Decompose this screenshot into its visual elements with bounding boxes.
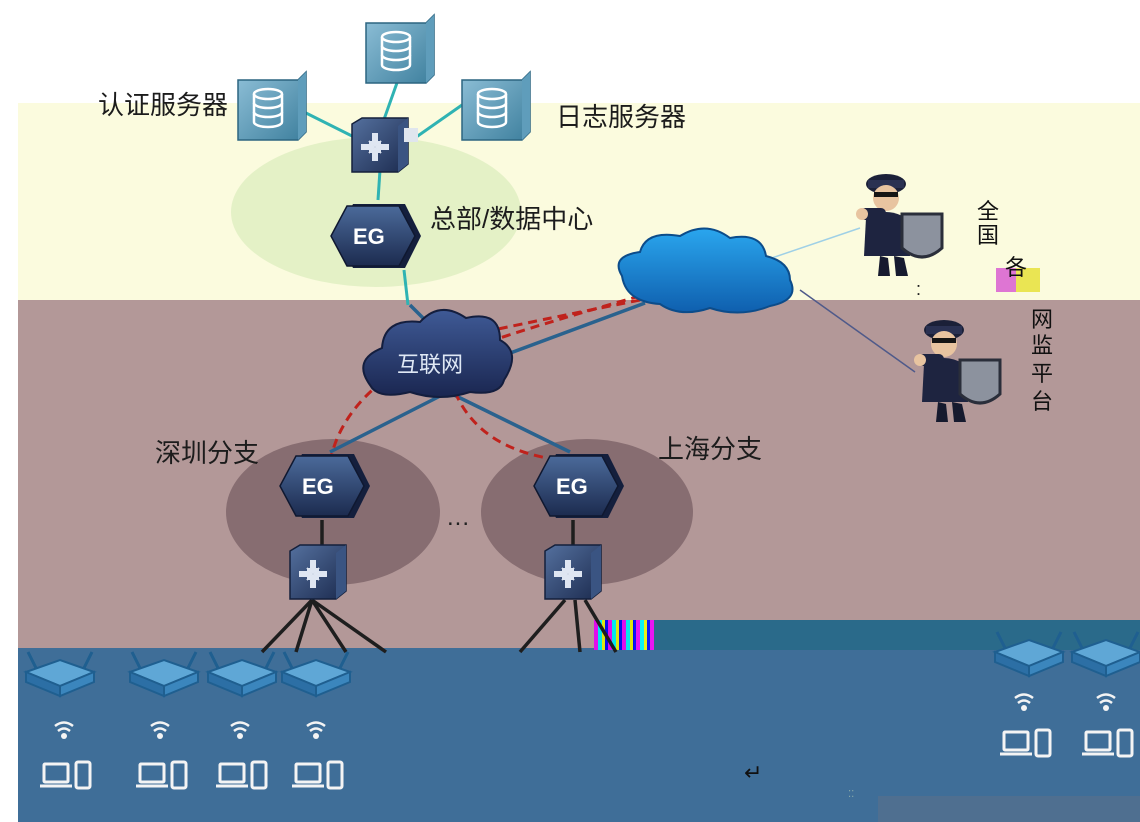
wifi-signal-icon bbox=[305, 721, 327, 741]
police-officer-icon bbox=[854, 172, 944, 278]
wifi-signal-icon bbox=[53, 721, 75, 741]
platform-label-char: 国 bbox=[976, 223, 999, 248]
shanghai-branch-label: 上海分支 bbox=[658, 434, 763, 464]
hq-label: 总部/数据中心 bbox=[430, 204, 594, 234]
log-server-icon bbox=[460, 70, 532, 142]
log-server-label: 日志服务器 bbox=[556, 102, 687, 132]
wireless-ap-icon bbox=[993, 630, 1065, 678]
platform-label-char: 平 bbox=[1030, 361, 1053, 386]
auth-server-label: 认证服务器 bbox=[98, 90, 229, 120]
more-branches-ellipsis: ... bbox=[447, 504, 471, 531]
platform-label-char: 各 bbox=[1004, 255, 1027, 280]
shanghai-eg-label: EG bbox=[556, 474, 588, 499]
auth-server-icon bbox=[236, 70, 308, 142]
laptop-phone-icon bbox=[290, 760, 344, 790]
laptop-phone-icon bbox=[38, 760, 92, 790]
laptop-phone-icon bbox=[134, 760, 188, 790]
wifi-signal-icon bbox=[149, 721, 171, 741]
hq-eg-label: EG bbox=[353, 224, 385, 249]
database-server-icon bbox=[364, 13, 436, 85]
monitor-link-1 bbox=[759, 227, 861, 263]
access-links bbox=[260, 520, 618, 654]
platform-label-char: 监 bbox=[1030, 333, 1053, 358]
text-cursor-artifact: ↵ bbox=[744, 760, 763, 785]
access-zone-band bbox=[18, 648, 1140, 822]
render-artifact-corner bbox=[878, 796, 1140, 822]
render-artifact-block bbox=[996, 268, 1016, 292]
wireless-ap-icon bbox=[128, 650, 200, 698]
platform-label-char: 台 bbox=[1030, 389, 1053, 414]
wifi-signal-icon bbox=[1095, 693, 1117, 713]
shenzhen-branch-label: 深圳分支 bbox=[155, 438, 260, 468]
laptop-phone-icon bbox=[998, 728, 1052, 758]
render-artifact-block bbox=[1016, 268, 1040, 292]
wireless-ap-icon bbox=[206, 650, 278, 698]
shenzhen-eg-label: EG bbox=[302, 474, 334, 499]
shanghai-access-switch-icon bbox=[544, 544, 602, 600]
monitor-link-2 bbox=[799, 289, 916, 373]
internet-label: 互联网 bbox=[397, 352, 464, 377]
officer-ellipsis: : bbox=[916, 279, 923, 299]
shenzhen-access-switch-icon bbox=[289, 544, 347, 600]
wifi-signal-icon bbox=[1013, 693, 1035, 713]
laptop-phone-icon bbox=[1080, 728, 1134, 758]
police-officer-icon bbox=[912, 318, 1002, 424]
laptop-phone-icon bbox=[214, 760, 268, 790]
switch-port-icon bbox=[404, 128, 418, 142]
corner-artifact: ⁚⁚ bbox=[848, 789, 855, 800]
platform-label-char: 网 bbox=[1030, 307, 1053, 332]
internet-cloud-icon bbox=[362, 309, 513, 398]
platform-label-char: 全 bbox=[976, 199, 999, 224]
core-switch-icon bbox=[351, 117, 409, 173]
monitoring-cloud-icon bbox=[617, 227, 794, 314]
hq-zone-band bbox=[18, 103, 1140, 303]
wireless-ap-icon bbox=[280, 650, 352, 698]
wireless-ap-icon bbox=[1070, 630, 1140, 678]
wireless-ap-icon bbox=[24, 650, 96, 698]
wifi-signal-icon bbox=[229, 721, 251, 741]
